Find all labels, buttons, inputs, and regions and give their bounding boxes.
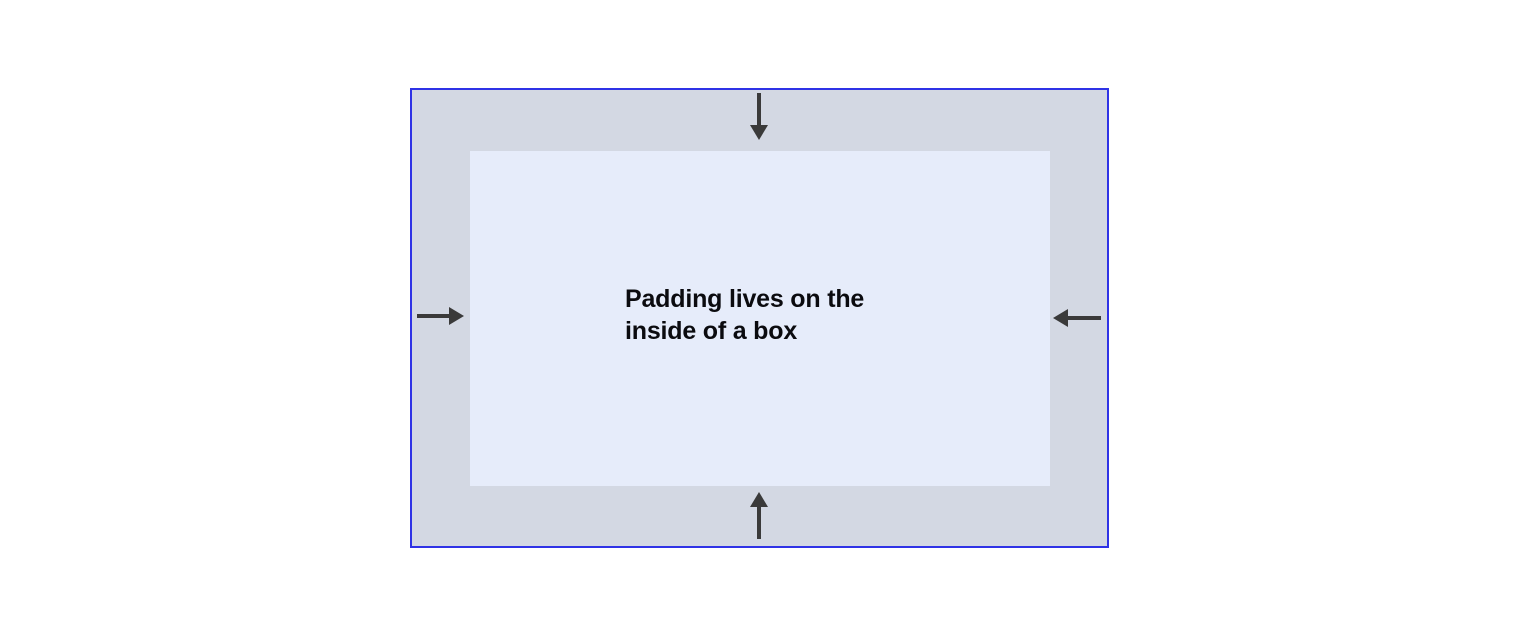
right-padding-arrow-icon bbox=[1050, 302, 1102, 334]
top-padding-arrow-icon bbox=[742, 92, 776, 142]
content-text-line-2: inside of a box bbox=[625, 317, 798, 345]
left-padding-arrow-icon bbox=[416, 300, 466, 332]
content-text-block: Padding lives on the inside of a box bbox=[625, 283, 925, 347]
bottom-padding-arrow-icon bbox=[742, 488, 776, 540]
content-text-line-1: Padding lives on the bbox=[625, 285, 865, 313]
content-area-box bbox=[470, 151, 1050, 486]
